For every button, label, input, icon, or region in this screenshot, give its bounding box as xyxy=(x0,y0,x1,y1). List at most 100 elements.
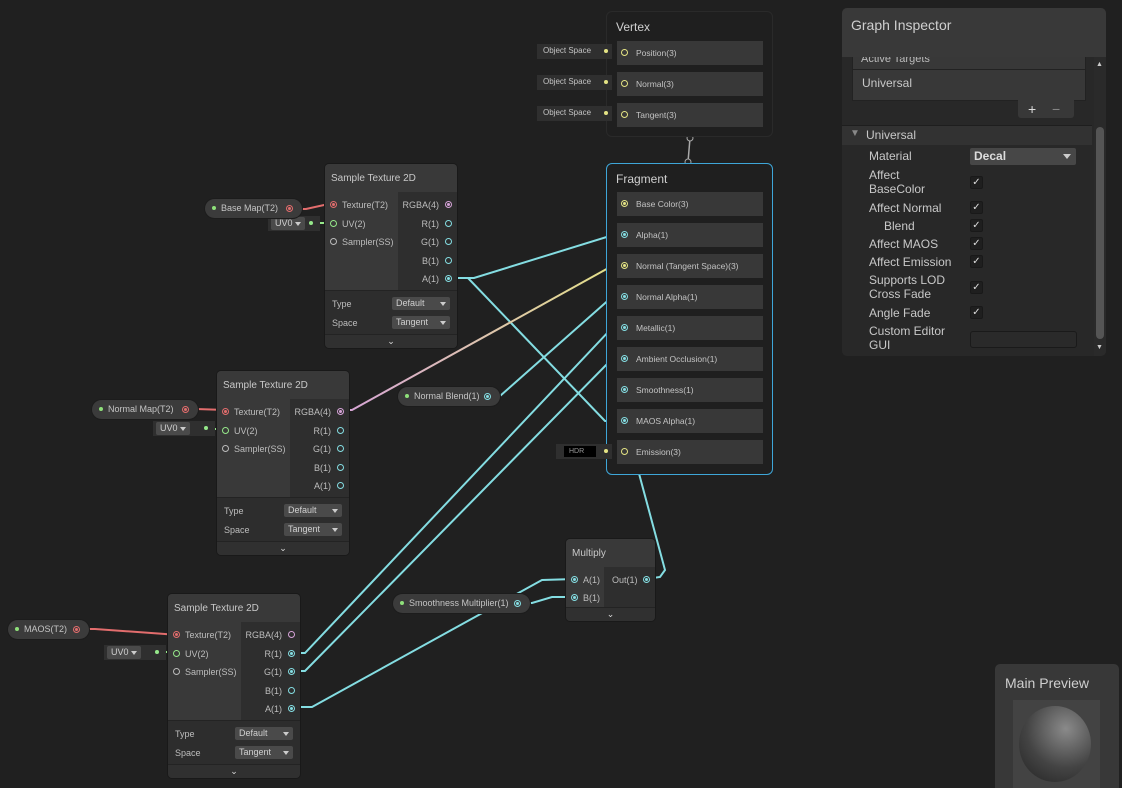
input-port-icon[interactable] xyxy=(222,445,229,452)
fragment-port-row[interactable]: Normal Alpha(1) xyxy=(617,285,763,309)
property-smoothness-multiplier[interactable]: Smoothness Multiplier(1) xyxy=(393,594,530,613)
expand-node-button[interactable]: ⌄ xyxy=(566,607,655,621)
input-port-icon[interactable] xyxy=(222,408,229,415)
space-dropdown[interactable]: Tangent xyxy=(392,316,450,329)
checkbox-blend[interactable]: ✓ xyxy=(970,219,983,232)
target-item-universal[interactable]: Universal xyxy=(862,76,913,90)
port-icon[interactable] xyxy=(621,231,628,238)
uv-channel-input[interactable]: UV0 xyxy=(153,421,215,436)
fragment-port-row[interactable]: Ambient Occlusion(1) xyxy=(617,347,763,371)
checkbox-lod-cross-fade[interactable]: ✓ xyxy=(970,281,983,294)
port-icon[interactable] xyxy=(621,324,628,331)
output-port-icon[interactable] xyxy=(445,256,452,264)
edge-a-multiply[interactable] xyxy=(291,578,576,708)
fragment-port-row[interactable]: Normal (Tangent Space)(3) xyxy=(617,254,763,278)
add-target-button[interactable]: + xyxy=(1028,101,1037,117)
expand-node-button[interactable]: ⌄ xyxy=(217,541,349,555)
output-port-icon[interactable] xyxy=(337,408,344,415)
fragment-port-row[interactable]: Metallic(1) xyxy=(617,316,763,340)
output-port-icon[interactable] xyxy=(288,649,295,657)
output-port-icon[interactable] xyxy=(288,668,295,675)
input-port-icon[interactable] xyxy=(330,201,337,208)
fragment-port-row[interactable]: Smoothness(1) xyxy=(617,378,763,402)
space-dropdown[interactable]: Tangent xyxy=(284,523,342,536)
scroll-up-icon[interactable]: ▲ xyxy=(1096,61,1103,68)
checkbox-angle-fade[interactable]: ✓ xyxy=(970,306,983,319)
checkbox-affect-emission[interactable]: ✓ xyxy=(970,255,983,268)
port-icon[interactable] xyxy=(621,80,628,87)
output-port-icon[interactable] xyxy=(445,238,452,245)
uv-channel-dropdown[interactable]: UV0 xyxy=(271,217,305,230)
uv-channel-dropdown[interactable]: UV0 xyxy=(156,422,190,435)
port-icon[interactable] xyxy=(621,262,628,269)
universal-section-header[interactable]: ▼ Universal xyxy=(842,126,1092,145)
output-port-icon[interactable] xyxy=(182,406,189,413)
output-port-icon[interactable] xyxy=(288,686,295,694)
fragment-port-row[interactable]: Alpha(1) xyxy=(617,223,763,247)
property-normal-map[interactable]: Normal Map(T2) xyxy=(92,400,198,419)
input-port-icon[interactable] xyxy=(173,631,180,638)
output-port-icon[interactable] xyxy=(288,705,295,712)
edge-maos-texture[interactable] xyxy=(82,628,177,636)
space-input[interactable]: Object Space xyxy=(537,106,612,121)
input-port-icon[interactable] xyxy=(571,594,578,601)
vertex-port-row[interactable]: Position(3) xyxy=(617,41,763,65)
space-input[interactable]: Object Space xyxy=(537,75,612,90)
vertex-port-row[interactable]: Normal(3) xyxy=(617,72,763,96)
type-dropdown[interactable]: Default xyxy=(284,504,342,517)
space-input[interactable]: Object Space xyxy=(537,44,612,59)
output-port-icon[interactable] xyxy=(337,445,344,452)
port-icon[interactable] xyxy=(621,386,628,393)
expand-node-button[interactable]: ⌄ xyxy=(325,334,457,348)
port-icon[interactable] xyxy=(621,293,628,300)
expand-node-button[interactable]: ⌄ xyxy=(168,764,300,778)
edge-a-alpha[interactable] xyxy=(449,234,625,279)
checkbox-affect-basecolor[interactable]: ✓ xyxy=(970,176,983,189)
output-port-icon[interactable] xyxy=(337,426,344,434)
uv-channel-input[interactable]: UV0 xyxy=(268,216,320,231)
inspector-scrollbar[interactable]: ▲ ▼ xyxy=(1094,57,1106,356)
space-dropdown[interactable]: Tangent xyxy=(235,746,293,759)
material-dropdown[interactable]: Decal xyxy=(970,148,1076,165)
custom-editor-input[interactable] xyxy=(970,331,1077,348)
input-port-icon[interactable] xyxy=(173,668,180,675)
port-icon[interactable] xyxy=(621,355,628,362)
input-port-icon[interactable] xyxy=(330,219,337,227)
input-port-icon[interactable] xyxy=(222,426,229,434)
edge-vertex-fragment[interactable] xyxy=(687,137,691,163)
output-port-icon[interactable] xyxy=(288,631,295,638)
hdr-color-input[interactable]: HDR xyxy=(556,444,612,459)
output-port-icon[interactable] xyxy=(337,463,344,471)
scrollbar-thumb[interactable] xyxy=(1096,127,1104,339)
checkbox-affect-maos[interactable]: ✓ xyxy=(970,237,983,250)
property-base-map[interactable]: Base Map(T2) xyxy=(205,199,302,218)
port-icon[interactable] xyxy=(621,200,628,207)
input-port-icon[interactable] xyxy=(173,649,180,657)
vertex-port-row[interactable]: Tangent(3) xyxy=(617,103,763,127)
port-icon[interactable] xyxy=(621,49,628,56)
fragment-port-row[interactable]: Base Color(3) xyxy=(617,192,763,216)
property-normal-blend[interactable]: Normal Blend(1) xyxy=(398,387,500,406)
checkbox-affect-normal[interactable]: ✓ xyxy=(970,201,983,214)
port-icon[interactable] xyxy=(621,448,628,455)
output-port-icon[interactable] xyxy=(445,275,452,282)
uv-channel-dropdown[interactable]: UV0 xyxy=(107,646,141,659)
scroll-down-icon[interactable]: ▼ xyxy=(1096,344,1103,351)
port-icon[interactable] xyxy=(621,417,628,424)
output-port-icon[interactable] xyxy=(643,576,650,583)
edge-normalblend-normalalpha[interactable] xyxy=(486,296,625,397)
port-icon[interactable] xyxy=(621,111,628,118)
type-dropdown[interactable]: Default xyxy=(235,727,293,740)
output-port-icon[interactable] xyxy=(445,201,452,208)
property-maos[interactable]: MAOS(T2) xyxy=(8,620,89,639)
output-port-icon[interactable] xyxy=(337,482,344,489)
uv-channel-input[interactable]: UV0 xyxy=(104,645,166,660)
hdr-color-swatch[interactable]: HDR xyxy=(564,446,596,457)
output-port-icon[interactable] xyxy=(445,219,452,227)
remove-target-button[interactable]: − xyxy=(1052,101,1061,117)
output-port-icon[interactable] xyxy=(484,393,491,400)
